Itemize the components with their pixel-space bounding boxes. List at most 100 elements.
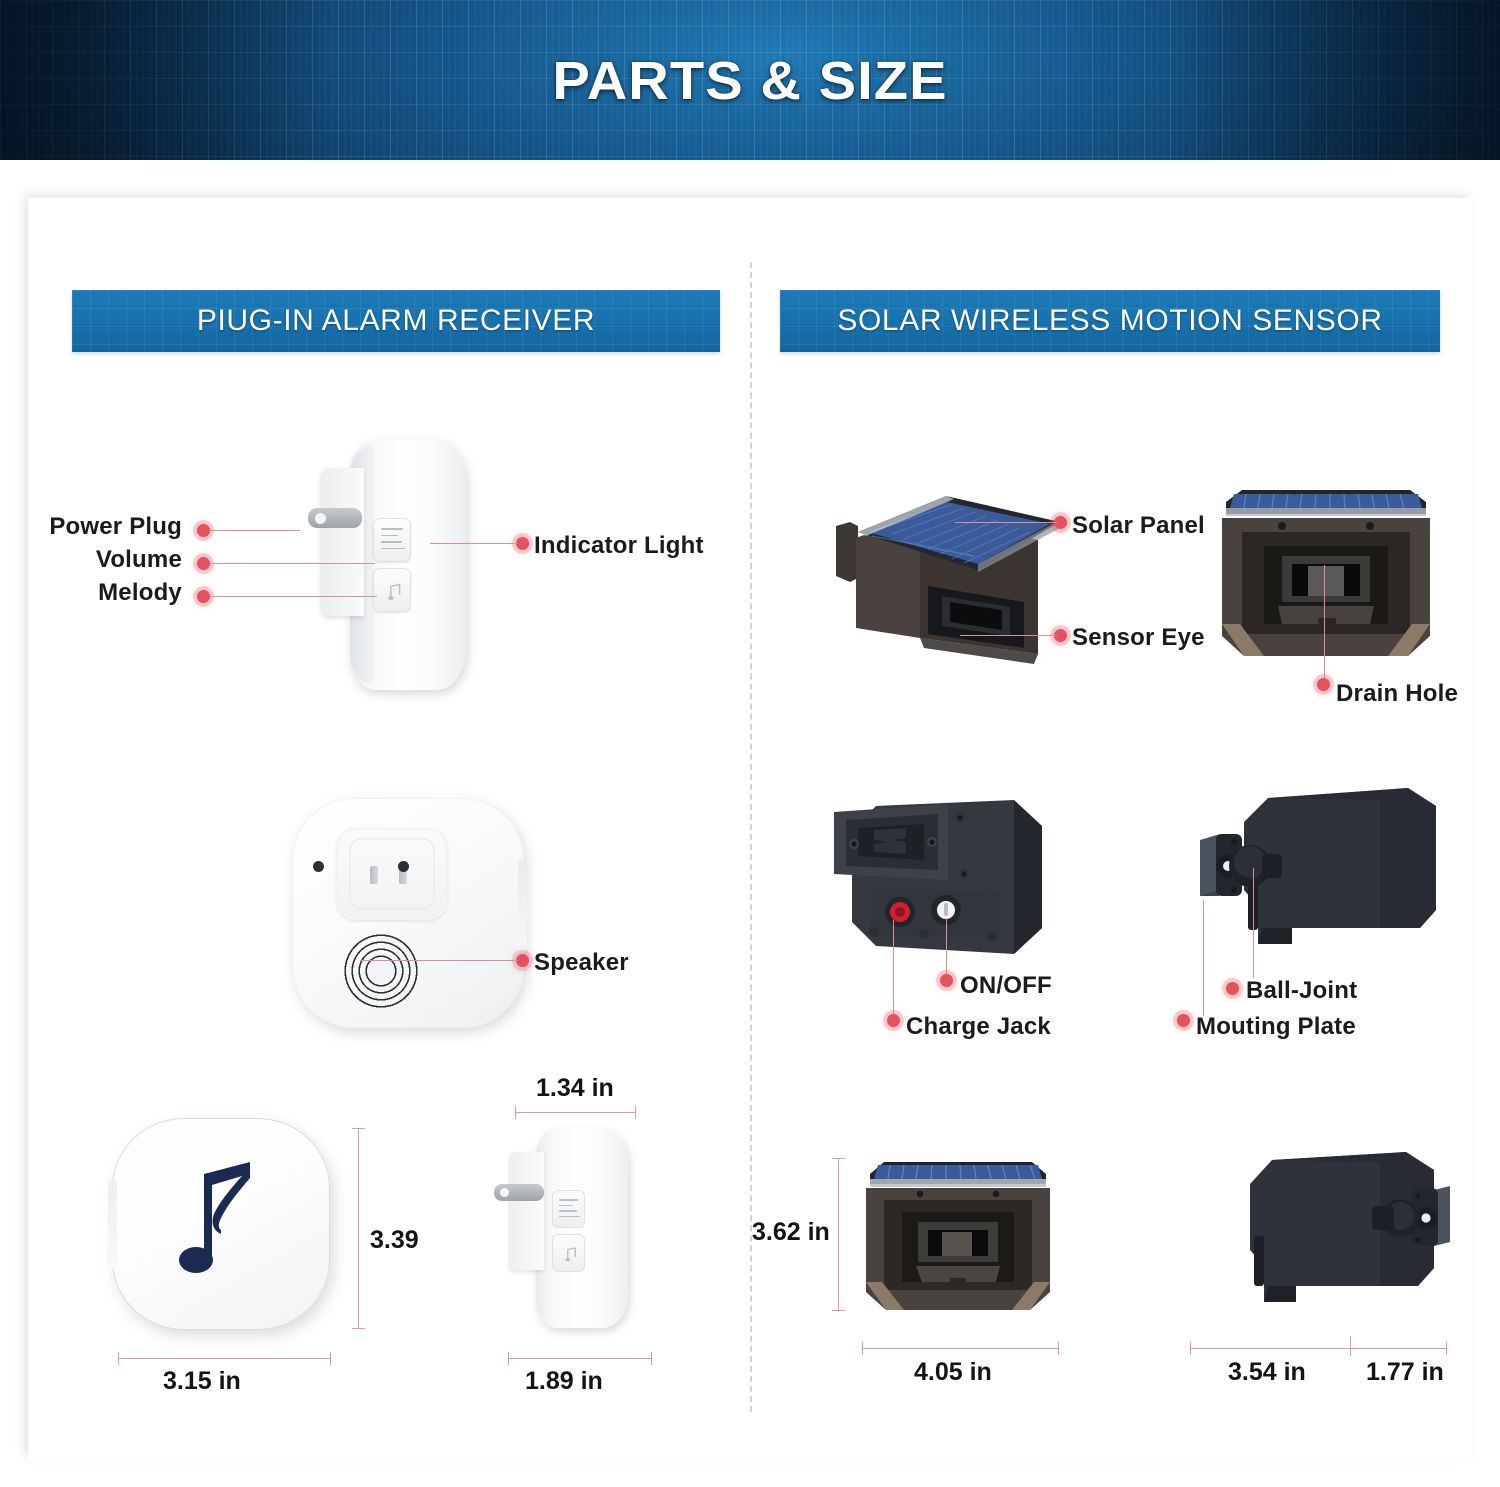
volume-button [552,1190,585,1228]
melody-button [552,1234,585,1272]
sensor-front-view-illustration [1212,478,1440,666]
dimension-label-sensor-width: 4.05 in [914,1358,992,1386]
dimension-cap-receiver-width-left [118,1352,119,1365]
dimension-label-receiver-width: 3.15 in [163,1367,241,1395]
receiver-plug-block [308,468,364,616]
receiver-side-plug-block [494,1152,544,1270]
receiver-front-side-button [108,1180,117,1268]
dimension-cap-sensor-side-depth-right [1350,1336,1351,1356]
receiver-front-view-illustration [108,1118,330,1330]
callout-line-drain-hole [1324,565,1325,680]
dimension-cap-receiver-side-width-right [651,1352,652,1365]
socket-pin-left [370,866,378,884]
callout-label-ball-joint: Ball-Joint [1246,977,1358,1004]
callout-label-charge-jack: Charge Jack [906,1013,1051,1040]
section-header-receiver-label: PIUG-IN ALARM RECEIVER [196,304,596,337]
callout-label-indicator-light: Indicator Light [534,532,704,559]
dimension-label-receiver-depth: 1.34 in [536,1074,614,1102]
music-note-icon [561,1245,579,1263]
callout-dot-charge-jack [887,1014,900,1027]
callout-dot-volume [197,557,210,570]
column-divider [750,262,752,1412]
receiver-back-view-illustration [292,798,527,1028]
plug-socket [337,828,447,920]
section-header-sensor-label: SOLAR WIRELESS MOTION SENSOR [837,304,1383,337]
dimension-line-receiver-width [118,1358,330,1359]
dimension-line-receiver-side-width [508,1358,651,1359]
callout-label-speaker: Speaker [534,949,629,976]
sensor-dimension-side-illustration [1160,1146,1452,1332]
screw-right [398,861,409,872]
dimension-label-sensor-bracket-depth: 1.77 in [1366,1358,1444,1386]
callout-dot-melody [197,590,210,603]
melody-button [373,568,411,612]
callout-label-melody: Melody [98,579,182,606]
solar-panel-cells [1243,493,1405,509]
callout-dot-indicator-light [516,537,529,550]
callout-line-charge-jack [893,920,894,1016]
power-plug-prong [308,508,362,528]
dimension-cap-sensor-width-right [1058,1342,1059,1355]
sensor-back-view-illustration [828,788,1060,966]
roof-highlight [858,496,954,536]
callout-label-power-plug: Power Plug [49,513,182,540]
callout-line-mounting-plate [1203,900,1204,1016]
callout-line-speaker [360,960,518,961]
callout-label-drain-hole: Drain Hole [1336,680,1459,707]
dimension-cap-receiver-side-width-left [508,1352,509,1365]
sensor-iso-view-illustration [828,478,1076,670]
callout-dot-mounting-plate [1177,1014,1190,1027]
callout-dot-on-off [940,974,953,987]
callout-label-solar-panel: Solar Panel [1072,512,1205,539]
callout-line-melody [210,596,377,597]
sensor-side-view-illustration [1150,778,1450,978]
receiver-side-dimension-illustration [478,1128,648,1328]
dimension-line-receiver-height [358,1128,359,1328]
mounting-plate-face [1200,834,1220,896]
dimension-cap-receiver-depth-right [635,1106,636,1119]
callout-line-sensor-eye [960,635,1057,636]
receiver-front-shell [112,1118,330,1330]
dimension-label-receiver-height: 3.39 [370,1226,419,1254]
section-header-receiver: PIUG-IN ALARM RECEIVER [72,290,720,352]
dimension-cap-sensor-height-bottom [832,1310,845,1311]
dimension-label-receiver-side-width: 1.89 in [525,1367,603,1395]
volume-bars-icon [381,528,405,554]
solar-panel-cells [871,503,1031,564]
callout-line-solar-panel [955,522,1057,523]
volume-button [373,518,411,562]
dimension-label-sensor-height: 3.62 in [752,1218,830,1246]
sensor-dimension-front-illustration [858,1152,1058,1324]
roof-edge-highlight [1226,508,1426,516]
page-header: PARTS & SIZE [0,0,1500,160]
dimension-line-sensor-height [838,1158,839,1310]
receiver-side-body [536,1128,628,1328]
dimension-cap-receiver-width-right [330,1352,331,1365]
dimension-label-sensor-side-depth: 3.54 in [1228,1358,1306,1386]
music-note-icon [170,1154,270,1294]
dimension-line-sensor-side-depth [1190,1348,1350,1349]
dimension-cap-receiver-depth-left [515,1106,516,1119]
callout-label-sensor-eye: Sensor Eye [1072,624,1205,651]
callout-line-volume [210,563,375,564]
callout-line-indicator-light [430,543,518,544]
music-note-icon [383,581,404,602]
callout-line-power-plug [210,530,300,531]
sensor-eye [950,602,1002,630]
page-title: PARTS & SIZE [552,51,948,111]
ball-joint-stem [1262,854,1282,878]
dimension-line-receiver-depth [515,1112,635,1113]
header-vignette [0,0,1500,160]
dimension-cap-sensor-width-left [862,1342,863,1355]
side-buttons [518,860,527,952]
power-plug-prong [494,1184,544,1201]
dimension-cap-sensor-bracket-depth-right [1446,1342,1447,1355]
callout-label-volume: Volume [95,546,182,573]
sensor-mount-tab [836,522,858,582]
socket-pin-right [399,866,407,884]
dimension-cap-receiver-height-bottom [352,1328,365,1329]
callout-dot-solar-panel [1054,516,1067,529]
callout-line-on-off [946,918,947,976]
drain-hole [1308,566,1344,596]
callout-dot-speaker [516,954,529,967]
